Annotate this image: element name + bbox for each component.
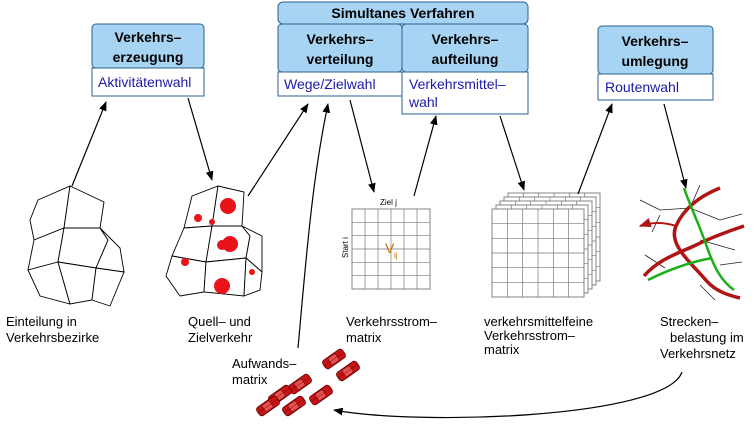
stage-verkehrserzeugung: Verkehrs– erzeugung Aktivitätenwahl [91, 23, 205, 97]
verkehrsstrom-matrix [351, 208, 431, 290]
route-red-main [672, 186, 741, 300]
caption-aufwand: Aufwands– matrix [232, 356, 297, 387]
stage-verkehrsumlegung-title-line1: Verkehrs– [622, 33, 689, 49]
simultanes-verfahren-box: Simultanes Verfahren [277, 1, 529, 25]
caption-quell: Quell– und Zielverkehr [188, 314, 253, 345]
stacked-matrix-layer [491, 208, 585, 298]
simultanes-verfahren-label: Simultanes Verfahren [331, 5, 474, 21]
stage-verkehrserzeugung-title-line2: erzeugung [113, 49, 184, 65]
matrix-start-label: Start i [341, 237, 350, 258]
matrix-v-subscript: ij [394, 251, 398, 260]
stage-verkehrsaufteilung-title-line2: aufteilung [432, 51, 499, 67]
stage-verkehrsverteilung-title-line1: Verkehrs– [307, 31, 374, 47]
traffic-volume-dots [181, 198, 255, 294]
stage-verkehrsverteilung-subtitle: Wege/Zielwahl [284, 76, 376, 92]
zone-map-quell-ziel [165, 185, 263, 297]
matrix-ziel-label: Ziel j [380, 198, 397, 207]
caption-feine-line3: matrix [484, 342, 520, 357]
stage-verkehrsaufteilung: Verkehrs– aufteilung Verkehrsmittel– wah… [401, 23, 529, 115]
caption-strommatrix: Verkehrsstrom– matrix [346, 314, 438, 345]
route-red-cross [642, 224, 745, 278]
route-green-main [682, 187, 735, 292]
route-green-cross [647, 256, 713, 282]
stage-verkehrsaufteilung-title-line1: Verkehrs– [432, 31, 499, 47]
stage-verkehrserzeugung-title-line1: Verkehrs– [115, 29, 182, 45]
caption-aufwand-line2: matrix [232, 372, 268, 387]
stage-verkehrsverteilung-title-line2: verteilung [307, 51, 374, 67]
caption-feine: verkehrsmittelfeine Verkehrsstrom– matri… [484, 314, 593, 357]
zone-map-einteilung [27, 185, 125, 307]
stage-verkehrsverteilung: Verkehrs– verteilung Wege/Zielwahl [277, 23, 403, 97]
caption-feine-line2: Verkehrsstrom– [484, 328, 576, 343]
caption-strecken: Strecken– belastung im Verkehrsnetz [660, 314, 744, 361]
stage-verkehrsumlegung-title-line2: umlegung [622, 53, 689, 69]
stacked-matrices [491, 192, 601, 298]
route-red-arrow [638, 218, 677, 228]
network-map [638, 184, 745, 301]
stage-verkehrsumlegung: Verkehrs– umlegung Routenwahl [597, 25, 714, 101]
caption-quell-line1: Quell– und [188, 314, 251, 329]
caption-quell-line2: Zielverkehr [188, 330, 253, 345]
stage-verkehrsumlegung-subtitle: Routenwahl [605, 79, 679, 95]
stage-verkehrsaufteilung-subtitle-line1: Verkehrsmittel– [409, 76, 506, 92]
caption-strecken-line3: Verkehrsnetz [660, 346, 736, 361]
caption-einteilung-line2: Verkehrsbezirke [6, 330, 99, 345]
flow-arrows [71, 97, 688, 419]
caption-einteilung-line1: Einteilung in [6, 314, 77, 329]
stage-verkehrsaufteilung-subtitle-line2: wahl [408, 94, 438, 110]
caption-strecken-line1: Strecken– [660, 314, 719, 329]
caption-einteilung: Einteilung in Verkehrsbezirke [6, 314, 99, 345]
caption-strecken-line2: belastung im [670, 330, 744, 345]
caption-strommatrix-line1: Verkehrsstrom– [346, 314, 438, 329]
stage-verkehrserzeugung-subtitle: Aktivitätenwahl [98, 74, 191, 90]
matrix-v-symbol: V [385, 240, 395, 256]
caption-feine-line1: verkehrsmittelfeine [484, 314, 593, 329]
caption-strommatrix-line2: matrix [346, 330, 382, 345]
caption-aufwand-line1: Aufwands– [232, 356, 297, 371]
